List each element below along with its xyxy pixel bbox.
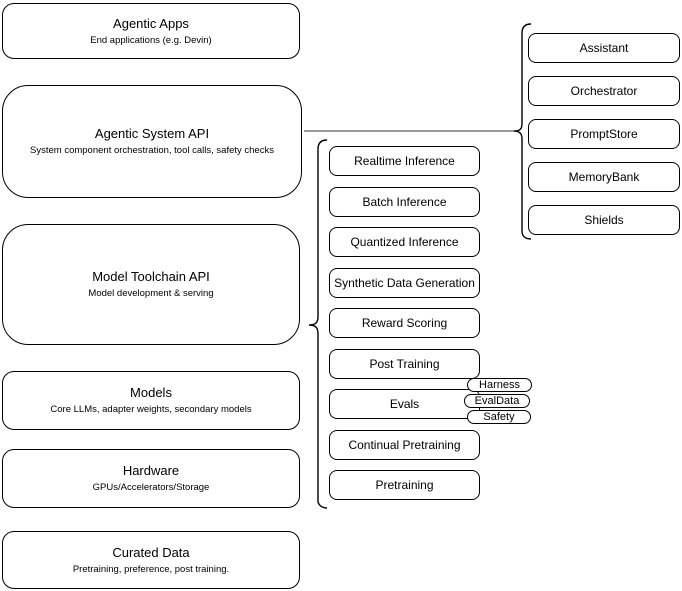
box-title: Models	[130, 385, 172, 400]
node-post-training: Post Training	[329, 349, 480, 379]
node-promptstore: PromptStore	[528, 119, 680, 149]
node-batch-inference: Batch Inference	[329, 187, 480, 217]
box-title: Curated Data	[112, 544, 190, 560]
box-model-toolchain-api: Model Toolchain API Model development & …	[2, 224, 300, 345]
node-orchestrator: Orchestrator	[528, 76, 680, 106]
node-assistant: Assistant	[528, 33, 680, 63]
tag-harness: Harness	[467, 378, 532, 392]
node-memorybank: MemoryBank	[528, 162, 680, 192]
node-label: MemoryBank	[568, 170, 640, 184]
box-title: Model Toolchain API	[92, 269, 210, 284]
box-title: Agentic Apps	[113, 15, 189, 31]
box-agentic-apps: Agentic Apps End applications (e.g. Devi…	[2, 3, 300, 59]
box-subtitle: Pretraining, preference, post training.	[72, 563, 230, 575]
box-subtitle: Core LLMs, adapter weights, secondary mo…	[50, 404, 252, 415]
tag-evaldata: EvalData	[464, 394, 530, 408]
node-label: Orchestrator	[570, 84, 638, 98]
toolchain-group-bracket	[308, 139, 328, 509]
node-label: Pretraining	[375, 478, 434, 492]
box-subtitle: Model development & serving	[88, 288, 214, 299]
node-pretraining: Pretraining	[329, 470, 480, 500]
node-label: Assistant	[579, 41, 629, 55]
box-title: Hardware	[122, 463, 180, 478]
node-label: Reward Scoring	[361, 316, 448, 330]
box-curated-data: Curated Data Pretraining, preference, po…	[2, 531, 300, 589]
node-label: Evals	[389, 397, 420, 411]
node-label: Batch Inference	[362, 195, 447, 209]
box-title: Agentic System API	[94, 126, 210, 141]
node-evals: Evals	[329, 389, 480, 419]
node-label: Post Training	[369, 357, 440, 371]
node-quantized-inference: Quantized Inference	[329, 227, 480, 257]
node-label: PromptStore	[570, 127, 638, 141]
box-subtitle: System component orchestration, tool cal…	[30, 145, 274, 156]
box-models: Models Core LLMs, adapter weights, secon…	[2, 371, 300, 430]
node-label: Synthetic Data Generation	[334, 276, 475, 290]
tag-label: EvalData	[474, 395, 520, 407]
node-label: Continual Pretraining	[348, 438, 461, 452]
tag-label: Harness	[479, 379, 520, 391]
node-realtime-inference: Realtime Inference	[329, 146, 480, 176]
node-shields: Shields	[528, 205, 680, 235]
node-continual-pretraining: Continual Pretraining	[329, 430, 480, 460]
node-label: Quantized Inference	[350, 235, 459, 249]
node-label: Realtime Inference	[354, 154, 455, 168]
box-agentic-system-api: Agentic System API System component orch…	[2, 85, 302, 198]
node-reward-scoring: Reward Scoring	[329, 308, 480, 338]
node-label: Shields	[584, 213, 624, 227]
box-hardware: Hardware GPUs/Accelerators/Storage	[2, 449, 300, 508]
node-synthetic-data-generation: Synthetic Data Generation	[329, 268, 480, 298]
box-subtitle: End applications (e.g. Devin)	[90, 34, 212, 46]
tag-label: Safety	[483, 411, 515, 423]
box-subtitle: GPUs/Accelerators/Storage	[92, 482, 210, 493]
tag-safety: Safety	[467, 410, 531, 424]
